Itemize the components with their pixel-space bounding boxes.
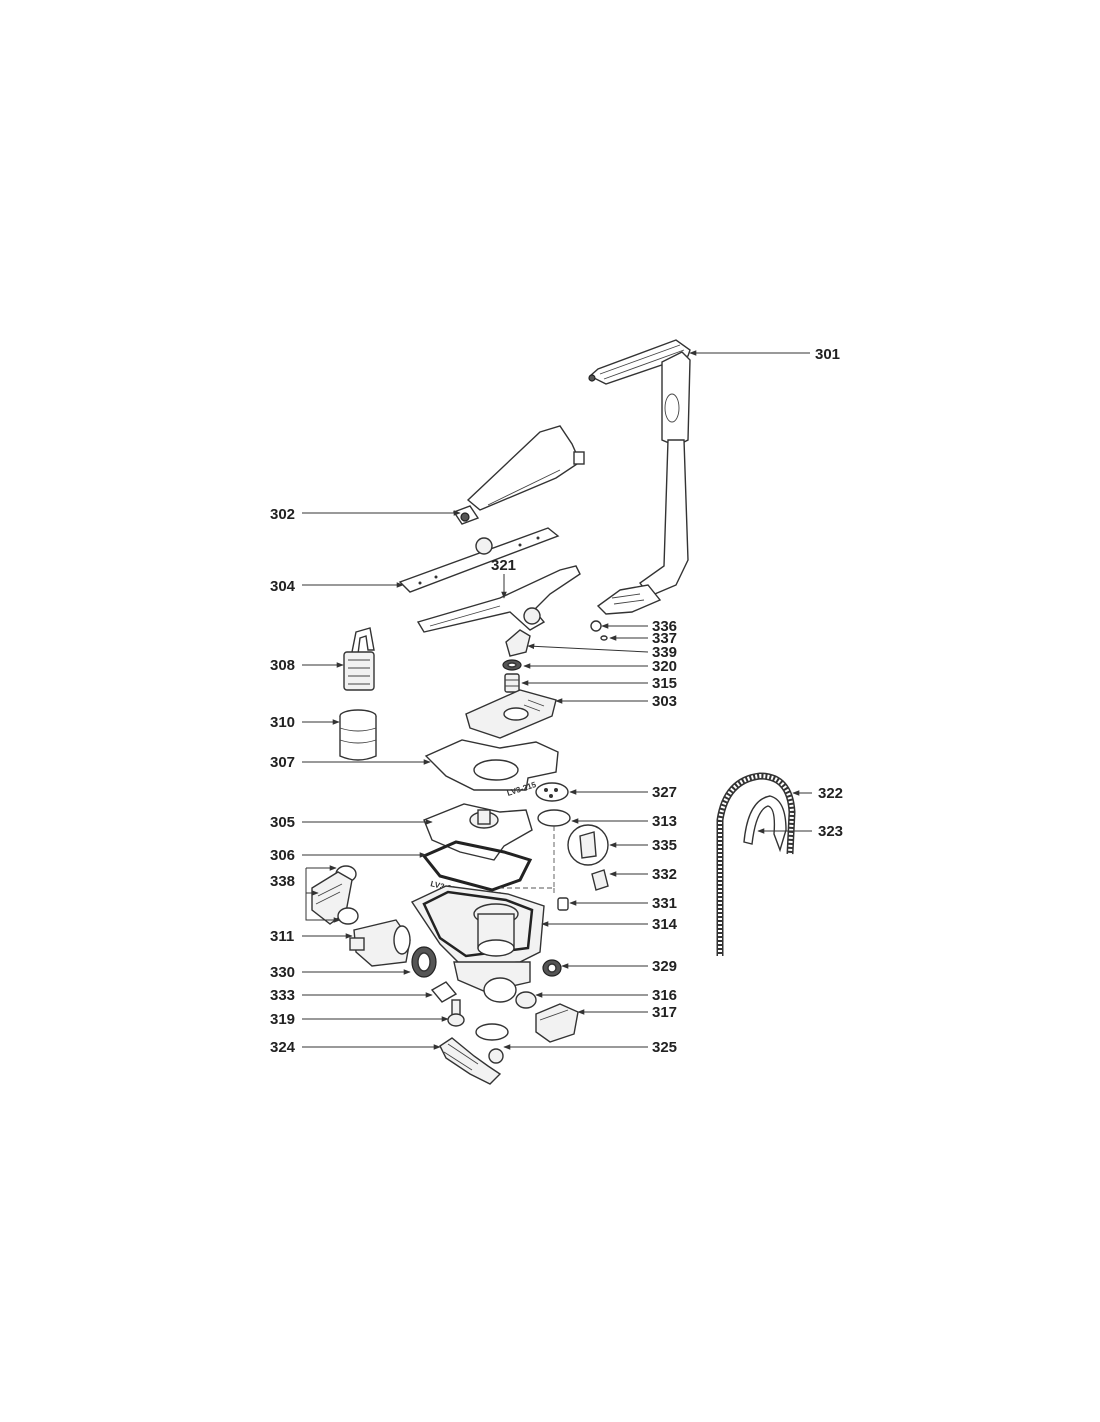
part-308-filter [343,627,375,691]
leader-lines [302,350,812,1050]
label-324: 324 [270,1039,296,1056]
part-310-fine-filter [339,709,377,761]
label-317: 317 [652,1004,677,1021]
label-303: 303 [652,693,677,710]
label-332: 332 [652,866,677,883]
part-307-gasket: LV3-215 [424,739,559,798]
label-339: 339 [652,644,677,661]
label-327: 327 [652,784,677,801]
part-number-labels: 301 302 304 321 336 337 339 320 315 303 … [270,346,843,1056]
part-301-supply-tube [588,339,691,615]
label-329: 329 [652,958,677,975]
part-314-sump-housing [410,885,545,993]
part-339-320-315-stack [502,629,531,693]
part-316-outlet [483,977,537,1009]
label-336: 336 [652,618,677,635]
part-323-hose-hook [743,795,787,853]
label-319: 319 [270,1011,295,1028]
label-316: 316 [652,987,677,1004]
label-305: 305 [270,814,295,831]
part-311-pump [349,919,411,967]
part-332-bracket [591,869,609,891]
part-317-motor [535,1003,579,1043]
part-333-bracket [430,981,458,1003]
label-301: 301 [815,346,840,363]
label-321: 321 [491,557,516,574]
label-315: 315 [652,675,677,692]
part-330-ring [411,946,437,978]
part-319-valve [447,999,465,1027]
part-338-hose-clamps [311,865,359,925]
part-335-clip [567,824,609,866]
label-322: 322 [818,785,843,802]
label-302: 302 [270,506,295,523]
part-325-disc [475,1023,509,1064]
part-336-337-orings [590,620,608,641]
part-302-upper-spray-arm [452,425,585,525]
label-337: 337 [652,630,677,647]
label-314: 314 [652,916,678,933]
part-329-fitting [542,959,562,977]
label-330: 330 [270,964,295,981]
label-308: 308 [270,657,295,674]
part-305-sump-cover [423,803,533,861]
part-321-lower-spray-arm [416,565,581,633]
part-327-plate [535,782,569,802]
part-313-ring [537,809,571,827]
label-307: 307 [270,754,295,771]
label-310: 310 [270,714,295,731]
label-306: 306 [270,847,295,864]
label-304: 304 [270,578,296,595]
part-331-cap [557,897,569,911]
label-338: 338 [270,873,295,890]
part-304-middle-spray-arm [398,527,560,593]
label-323: 323 [818,823,843,840]
label-313: 313 [652,813,677,830]
label-320: 320 [652,658,677,675]
label-333: 333 [270,987,295,1004]
part-322-hose [716,772,796,956]
label-325: 325 [652,1039,677,1056]
label-311: 311 [270,928,294,945]
label-331: 331 [652,895,677,912]
part-303-cover [465,689,557,739]
part-324-drain-hose [439,1037,502,1085]
label-335: 335 [652,837,677,854]
